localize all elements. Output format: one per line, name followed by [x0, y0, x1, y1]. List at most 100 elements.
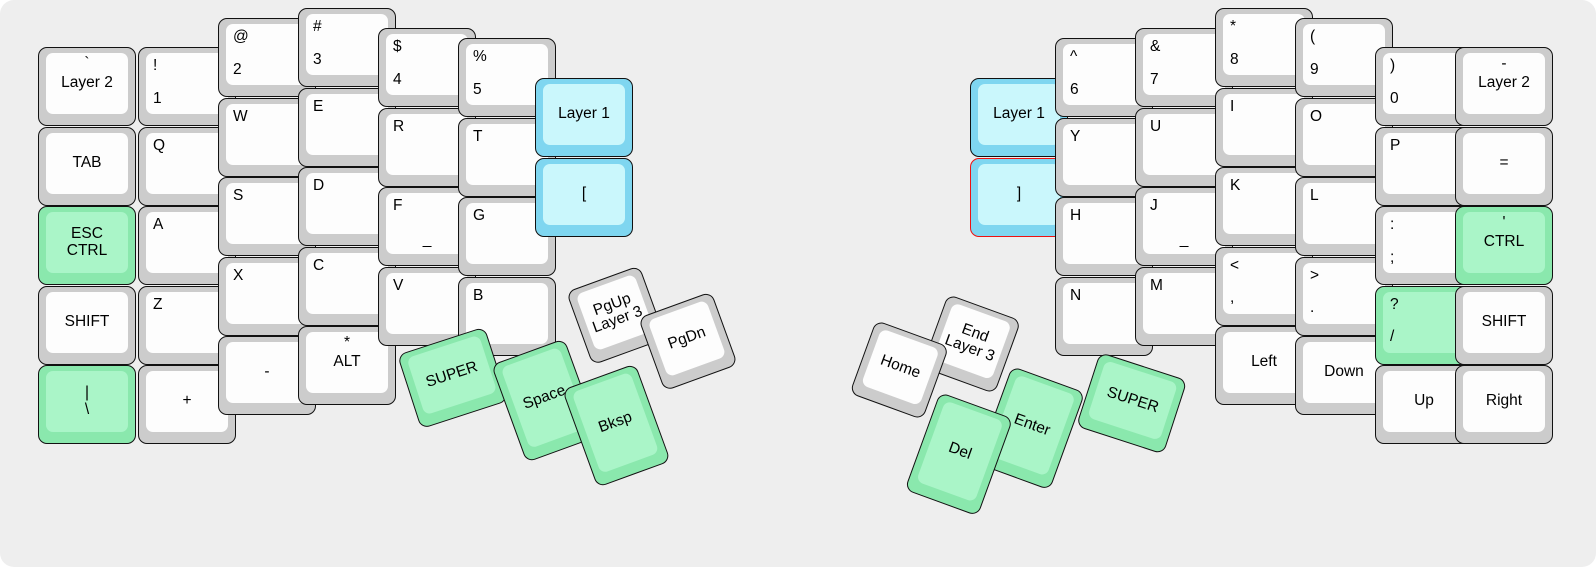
key-cap: J_: [1143, 193, 1225, 254]
key-shift-right[interactable]: SHIFT: [1455, 285, 1553, 365]
key-legend-top: &: [1150, 38, 1161, 55]
key-legend-center: +: [182, 392, 192, 410]
key-super-right[interactable]: SUPER: [1075, 352, 1188, 455]
key-legend-top: L: [1310, 187, 1319, 204]
key-legend-center: End Layer 3: [942, 320, 997, 366]
key-legend-top: M: [1150, 276, 1163, 294]
key-legend-top: $: [393, 38, 402, 55]
key-cap: -Layer 2: [1463, 53, 1545, 114]
key-cap: K: [1223, 173, 1305, 234]
key-cap: L: [1303, 183, 1385, 244]
key-legend-top: F: [393, 197, 403, 214]
key-legend-top: ?: [1390, 295, 1399, 313]
key-cap: Bksp: [571, 371, 660, 474]
key-shift[interactable]: SHIFT: [38, 285, 136, 365]
key-cap: V: [386, 272, 468, 334]
key-0[interactable]: )0: [1375, 47, 1473, 126]
key-cap: P: [1383, 132, 1465, 194]
key-cap: +: [146, 371, 228, 432]
key-pipe-backslash[interactable]: | \: [38, 365, 136, 444]
key-legend-center: ALT: [333, 353, 361, 371]
key-cap: `Layer 2: [46, 53, 128, 114]
key-legend-bottom: 6: [1070, 80, 1079, 98]
key-legend-center: Layer 2: [61, 74, 113, 92]
key-legend-top: E: [313, 97, 324, 115]
key-legend-center: TAB: [72, 153, 102, 171]
key-cap: X: [226, 262, 308, 324]
key-cap: Left: [1223, 332, 1305, 393]
key-legend-top: J: [1150, 197, 1158, 214]
key-cap: PgUp Layer 3: [575, 273, 655, 352]
key-layer2-minus[interactable]: -Layer 2: [1455, 47, 1553, 126]
key-legend-bottom: 0: [1390, 89, 1399, 107]
key-cap: &7: [1143, 34, 1225, 95]
key-legend-top: ): [1390, 57, 1396, 74]
key-cap: @2: [226, 24, 308, 85]
key-legend-center: Layer 1: [558, 105, 610, 123]
key-cap: W: [226, 103, 308, 165]
key-legend-top: *: [343, 334, 351, 351]
key-legend-top: ^: [1070, 48, 1078, 65]
key-t[interactable]: T: [458, 117, 556, 197]
key-right[interactable]: Right: [1455, 365, 1553, 444]
key-cap: <,: [1223, 252, 1305, 314]
key-legend-top: X: [233, 266, 244, 284]
key-bracket-right[interactable]: ]: [970, 157, 1068, 237]
key-legend-center: Left: [1251, 353, 1277, 371]
key-cap: * ALT: [306, 332, 388, 393]
key-esc-ctrl[interactable]: ESC CTRL: [38, 206, 136, 285]
key-cap: Y: [1063, 123, 1145, 185]
key-bracket-left[interactable]: [: [535, 157, 633, 237]
key-legend-center: [: [581, 184, 587, 202]
key-legend-bottom: 4: [393, 70, 402, 88]
key-cap: U: [1143, 113, 1225, 175]
key-cap: Home: [860, 328, 940, 406]
key-legend-top: Y: [1070, 127, 1081, 145]
key-layer1[interactable]: Layer 1: [535, 78, 633, 157]
key-v[interactable]: V: [378, 266, 476, 346]
key-tab[interactable]: TAB: [38, 126, 136, 206]
key-cap: Layer 1: [543, 84, 625, 145]
key-7[interactable]: &7: [1135, 28, 1233, 107]
key-legend-center: CTRL: [1483, 233, 1525, 251]
key-layer1-right[interactable]: Layer 1: [970, 78, 1068, 157]
key-3[interactable]: #3: [298, 8, 396, 87]
key-legend-top: -: [1501, 55, 1507, 72]
key-m[interactable]: M: [1135, 266, 1233, 346]
key-legend-top: W: [233, 107, 248, 125]
key-cap: ]: [978, 163, 1060, 225]
key-cap: #3: [306, 14, 388, 75]
key-layer2-grave[interactable]: `Layer 2: [38, 47, 136, 126]
key-legend-bottom: 9: [1310, 60, 1319, 78]
key-cap: PgDn: [647, 299, 727, 378]
key-legend-center: PgDn: [665, 323, 708, 353]
key-cap: T: [466, 123, 548, 185]
key-cap: SUPER: [1087, 360, 1179, 441]
key-legend-top: %: [473, 48, 487, 65]
key-cap: Del: [916, 400, 1004, 503]
key-legend-center: SHIFT: [64, 312, 110, 330]
key-legend-top: >: [1310, 266, 1320, 284]
key-legend-center: SUPER: [423, 358, 480, 391]
key-legend-bottom: /: [1390, 328, 1395, 346]
key-cap: H: [1063, 203, 1145, 264]
key-legend-top: ': [1502, 214, 1506, 231]
key-legend-top: U: [1150, 117, 1162, 135]
key-cap: ?/: [1383, 291, 1465, 353]
key-i[interactable]: I: [1215, 87, 1313, 167]
key-legend-bottom: 1: [153, 89, 162, 107]
key-quote-ctrl[interactable]: ' CTRL: [1455, 206, 1553, 285]
key-equal[interactable]: =: [1455, 126, 1553, 206]
key-cap: N: [1063, 282, 1145, 344]
key-legend-center: Right: [1485, 392, 1523, 410]
key-legend-center: ]: [1016, 184, 1022, 202]
key-g[interactable]: G: [458, 197, 556, 276]
key-legend-center: Space: [520, 381, 568, 413]
key-legend-center: Del: [946, 438, 974, 463]
key-cap: A: [146, 212, 228, 273]
key-legend-center: SUPER: [1104, 383, 1161, 417]
key-legend: | \: [84, 384, 90, 418]
key-legend-top: Z: [153, 295, 163, 313]
key-down[interactable]: Down: [1295, 336, 1393, 415]
key-cap: TAB: [46, 132, 128, 194]
